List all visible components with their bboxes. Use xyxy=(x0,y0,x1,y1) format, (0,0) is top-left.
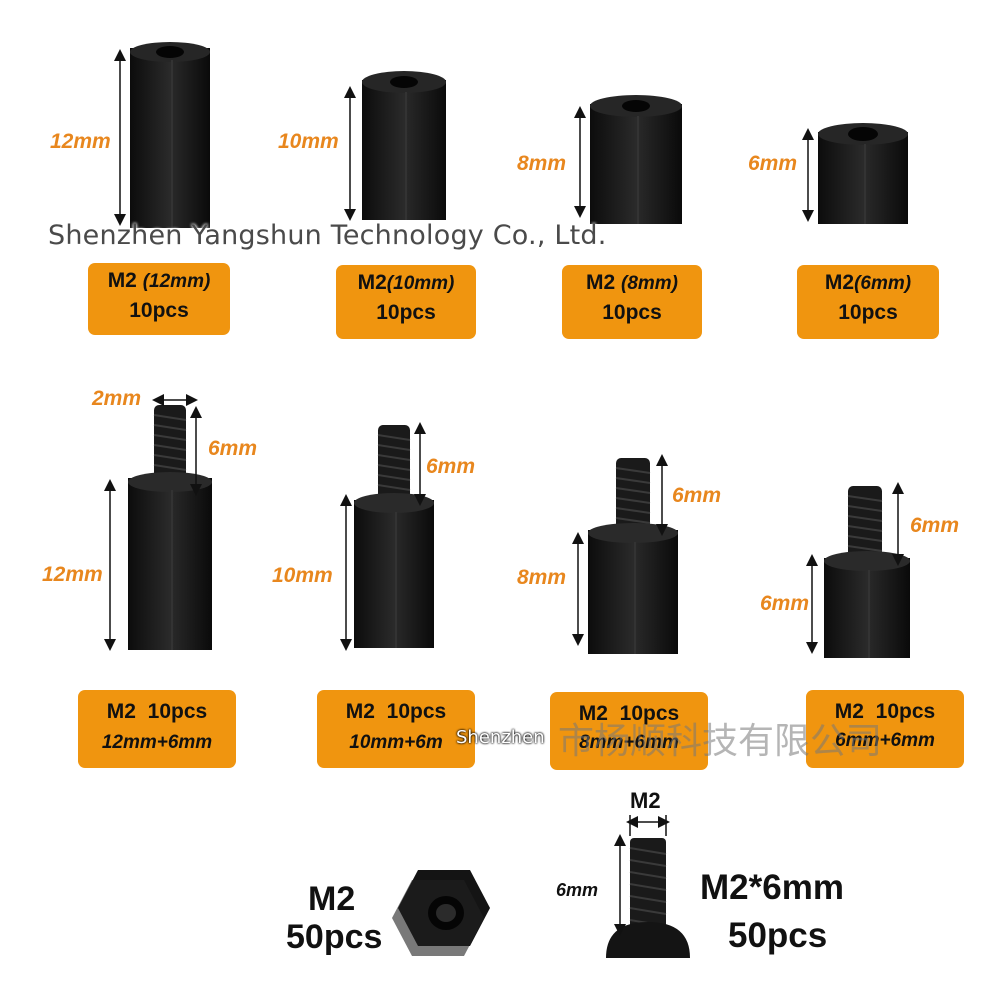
badge-qty: 10pcs xyxy=(838,301,898,324)
badge-mid-4: M2 10pcs 6mm+6mm xyxy=(806,690,964,768)
badge-size: M2 xyxy=(824,271,855,294)
badge-label: M2 10pcs xyxy=(106,700,208,723)
dim-label-thread-2: 6mm xyxy=(426,455,476,478)
badge-length: (10mm) xyxy=(386,273,455,294)
badge-qty: 10pcs xyxy=(129,299,189,322)
watermark-company-name: Shenzhen Yangshun Technology Co., Ltd. xyxy=(48,220,607,251)
badge-top-3: M2 (8mm) 10pcs xyxy=(562,265,702,339)
nut-qty: 50pcs xyxy=(286,918,383,956)
badge-mid-1: M2 10pcs 12mm+6mm xyxy=(78,690,236,768)
dim-label-body-1: 12mm xyxy=(42,563,103,586)
badge-length: (6mm) xyxy=(854,273,912,294)
dim-label-top-1: 12mm xyxy=(50,130,111,153)
screw-length-dim: 6mm xyxy=(556,880,599,900)
badge-spec: 10mm+6m xyxy=(349,732,443,753)
screw-qty: 50pcs xyxy=(728,916,828,955)
dim-label-top-2: 10mm xyxy=(278,130,339,153)
standoff-mf-12mm xyxy=(128,405,212,650)
dim-label-width: 2mm xyxy=(92,387,142,410)
standoff-ff-8mm xyxy=(590,95,682,224)
badge-label: M2 10pcs xyxy=(345,700,447,723)
badge-top-1: M2 (12mm) 10pcs xyxy=(88,263,230,335)
badge-mid-2: M2 10pcs 10mm+6m xyxy=(317,690,475,768)
dim-label-body-3: 8mm xyxy=(517,566,567,589)
badge-qty: 10pcs xyxy=(376,301,436,324)
badge-size: M2 xyxy=(357,271,387,294)
standoff-mf-8mm xyxy=(588,458,678,654)
standoff-mf-6mm xyxy=(824,486,910,658)
screw-head-dim: M2 xyxy=(630,788,661,813)
dim-label-body-4: 6mm xyxy=(760,592,810,615)
hex-nut xyxy=(392,870,490,956)
pan-head-screw xyxy=(606,838,690,958)
badge-label: M2 10pcs xyxy=(578,702,680,725)
dim-label-thread-1: 6mm xyxy=(208,437,258,460)
badge-mid-3: M2 10pcs 8mm+6mm xyxy=(550,692,708,770)
watermark-small: Shenzhen xyxy=(456,727,545,748)
badge-top-2: M2(10mm) 10pcs xyxy=(336,265,476,339)
dim-label-top-3: 8mm xyxy=(517,152,567,175)
standoff-mf-10mm xyxy=(354,425,434,648)
standoff-ff-10mm xyxy=(362,71,446,220)
badge-size: M2 xyxy=(585,271,616,294)
badge-spec: 12mm+6mm xyxy=(101,732,213,753)
screw-size: M2*6mm xyxy=(700,868,844,907)
badge-spec: 8mm+6mm xyxy=(579,732,679,753)
watermark-chinese: 市杨顺科技有限公司 xyxy=(558,721,883,762)
standoff-ff-6mm xyxy=(818,123,908,224)
dim-label-top-4: 6mm xyxy=(748,152,798,175)
badge-top-4: M2(6mm) 10pcs xyxy=(797,265,939,339)
badge-length: (8mm) xyxy=(621,273,679,294)
dim-label-body-2: 10mm xyxy=(272,564,333,587)
badge-length: (12mm) xyxy=(142,271,211,292)
nut-size: M2 xyxy=(308,880,356,918)
badge-label: M2 10pcs xyxy=(834,700,936,723)
dim-label-thread-4: 6mm xyxy=(910,514,960,537)
badge-spec: 6mm+6mm xyxy=(835,730,935,751)
badge-size: M2 xyxy=(107,269,137,292)
standoff-ff-12mm xyxy=(130,42,210,228)
dim-label-thread-3: 6mm xyxy=(672,484,722,507)
badge-qty: 10pcs xyxy=(602,301,662,324)
